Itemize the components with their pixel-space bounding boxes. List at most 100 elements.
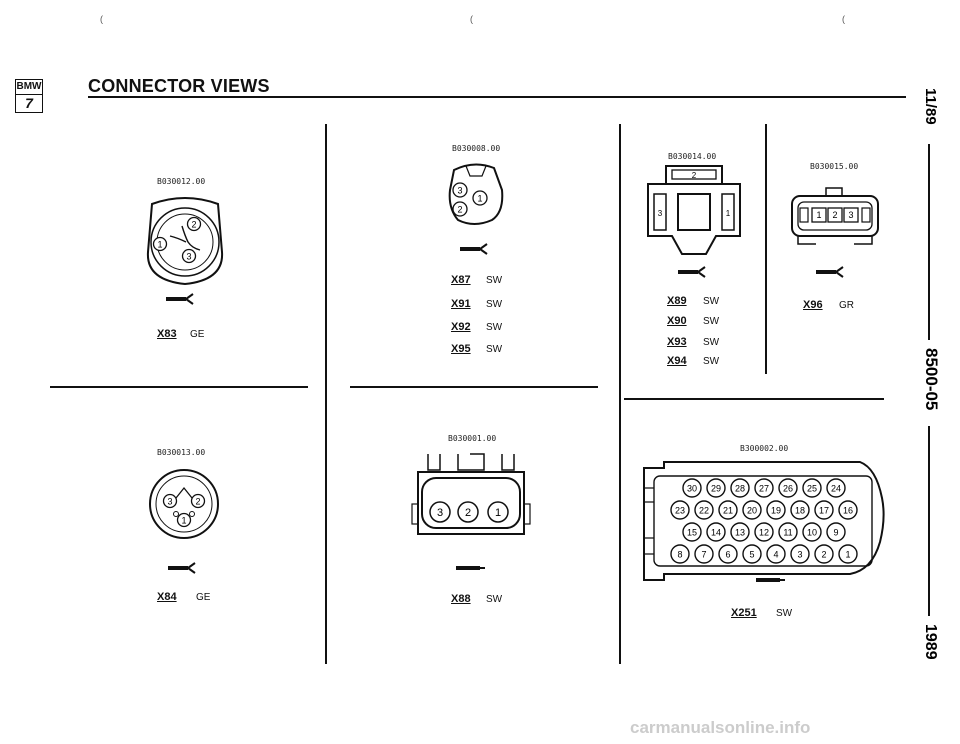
x88-pin-3: 3 xyxy=(429,501,451,523)
x88-pin-2: 2 xyxy=(457,501,479,523)
svg-text:9: 9 xyxy=(833,528,838,538)
x251-pin-11: 11 xyxy=(778,522,798,542)
svg-text:3: 3 xyxy=(457,186,462,196)
title-rule xyxy=(88,96,906,98)
page-margin-info: 11/89 8500-05 1989 xyxy=(918,80,940,680)
wire-color: SW xyxy=(776,608,793,619)
connector-plug-icon xyxy=(456,566,485,570)
connector-plug-icon xyxy=(756,578,785,582)
connector-plug-icon xyxy=(168,562,196,574)
logo-series: 7 xyxy=(25,95,33,111)
connector-plug-icon xyxy=(166,293,194,305)
svg-text:2: 2 xyxy=(457,205,462,215)
x251-pin-28: 28 xyxy=(730,478,750,498)
svg-text:1: 1 xyxy=(816,210,821,220)
x251-pin-6: 6 xyxy=(718,544,738,564)
wire-color: SW xyxy=(703,356,720,367)
x251-pin-15: 15 xyxy=(682,522,702,542)
svg-text:22: 22 xyxy=(699,506,709,516)
x251-pin-9: 9 xyxy=(826,522,846,542)
wire-color: SW xyxy=(486,322,503,333)
x251-pin-12: 12 xyxy=(754,522,774,542)
divider-v3 xyxy=(765,124,767,374)
svg-text:5: 5 xyxy=(749,550,754,560)
connector-id: X84 xyxy=(157,591,177,603)
connector-id: X88 xyxy=(451,593,471,605)
wire-color: SW xyxy=(486,594,503,605)
x87-pin-1: 1 xyxy=(472,190,488,206)
svg-text:3: 3 xyxy=(437,507,443,519)
svg-text:3: 3 xyxy=(658,209,663,218)
svg-text:28: 28 xyxy=(735,484,745,494)
watermark: carmanualsonline.info xyxy=(630,718,811,737)
x251-pin-1: 1 xyxy=(838,544,858,564)
svg-text:11: 11 xyxy=(783,528,792,538)
x88-pin-1: 1 xyxy=(487,501,509,523)
connector-plug-icon xyxy=(816,266,844,278)
x251-pin-14: 14 xyxy=(706,522,726,542)
svg-text:2: 2 xyxy=(692,171,697,180)
svg-text:8: 8 xyxy=(677,550,682,560)
wire-color: SW xyxy=(703,316,720,327)
x251-pin-21: 21 xyxy=(718,500,738,520)
x251-pin-30: 30 xyxy=(682,478,702,498)
svg-text:29: 29 xyxy=(711,484,721,494)
divider-h1 xyxy=(50,386,308,388)
divider-h2 xyxy=(350,386,598,388)
x87-connector-diagram: 3 1 2 xyxy=(448,163,504,225)
model-year: 1989 xyxy=(922,624,939,660)
section-number: 8500-05 xyxy=(922,348,940,410)
part-code: B030014.00 xyxy=(668,152,717,161)
svg-text:1: 1 xyxy=(726,209,731,218)
x251-pin-10: 10 xyxy=(802,522,822,542)
wire-color: SW xyxy=(703,296,720,307)
svg-text:26: 26 xyxy=(783,484,793,494)
svg-text:19: 19 xyxy=(771,506,781,516)
svg-text:4: 4 xyxy=(773,550,778,560)
svg-text:1: 1 xyxy=(157,240,162,250)
x87-pin-2: 2 xyxy=(452,201,468,217)
part-code: B030015.00 xyxy=(810,162,859,171)
svg-text:2: 2 xyxy=(832,210,837,220)
svg-text:18: 18 xyxy=(795,506,805,516)
x251-pin-26: 26 xyxy=(778,478,798,498)
svg-text:3: 3 xyxy=(167,497,172,507)
page-title: CONNECTOR VIEWS xyxy=(88,76,270,96)
part-code: B030001.00 xyxy=(448,434,497,443)
x251-pin-27: 27 xyxy=(754,478,774,498)
corner-mark-left: ( xyxy=(100,14,103,24)
svg-text:10: 10 xyxy=(807,528,817,538)
connector-id: X93 xyxy=(667,336,687,348)
connector-id: X83 xyxy=(157,328,177,340)
x251-pin-5: 5 xyxy=(742,544,762,564)
wire-color: GR xyxy=(839,300,854,311)
svg-text:2: 2 xyxy=(191,220,196,230)
x83-pin-2: 2 xyxy=(186,216,202,232)
x251-pin-2: 2 xyxy=(814,544,834,564)
connector-plug-icon xyxy=(678,266,706,278)
wire-color: SW xyxy=(703,337,720,348)
x251-pin-13: 13 xyxy=(730,522,750,542)
svg-text:13: 13 xyxy=(735,528,745,538)
svg-text:24: 24 xyxy=(831,484,841,494)
svg-text:1: 1 xyxy=(181,516,186,526)
svg-text:2: 2 xyxy=(465,507,471,519)
x251-pin-29: 29 xyxy=(706,478,726,498)
x88-connector-diagram: 3 2 1 xyxy=(411,453,531,535)
wire-color: GE xyxy=(190,329,205,340)
x83-connector-diagram: 2 1 3 xyxy=(146,197,224,286)
x89-connector-diagram: 2 3 1 xyxy=(647,165,741,255)
x251-pin-18: 18 xyxy=(790,500,810,520)
connector-id: X92 xyxy=(451,321,471,333)
x87-pin-3: 3 xyxy=(452,182,468,198)
wire-color: SW xyxy=(486,299,503,310)
logo-brand: BMW xyxy=(16,80,42,95)
svg-text:25: 25 xyxy=(807,484,817,494)
x251-pin-24: 24 xyxy=(826,478,846,498)
connector-id: X251 xyxy=(731,607,757,619)
x251-pin-7: 7 xyxy=(694,544,714,564)
x251-pin-17: 17 xyxy=(814,500,834,520)
svg-text:15: 15 xyxy=(687,528,697,538)
connector-id: X94 xyxy=(667,355,687,367)
